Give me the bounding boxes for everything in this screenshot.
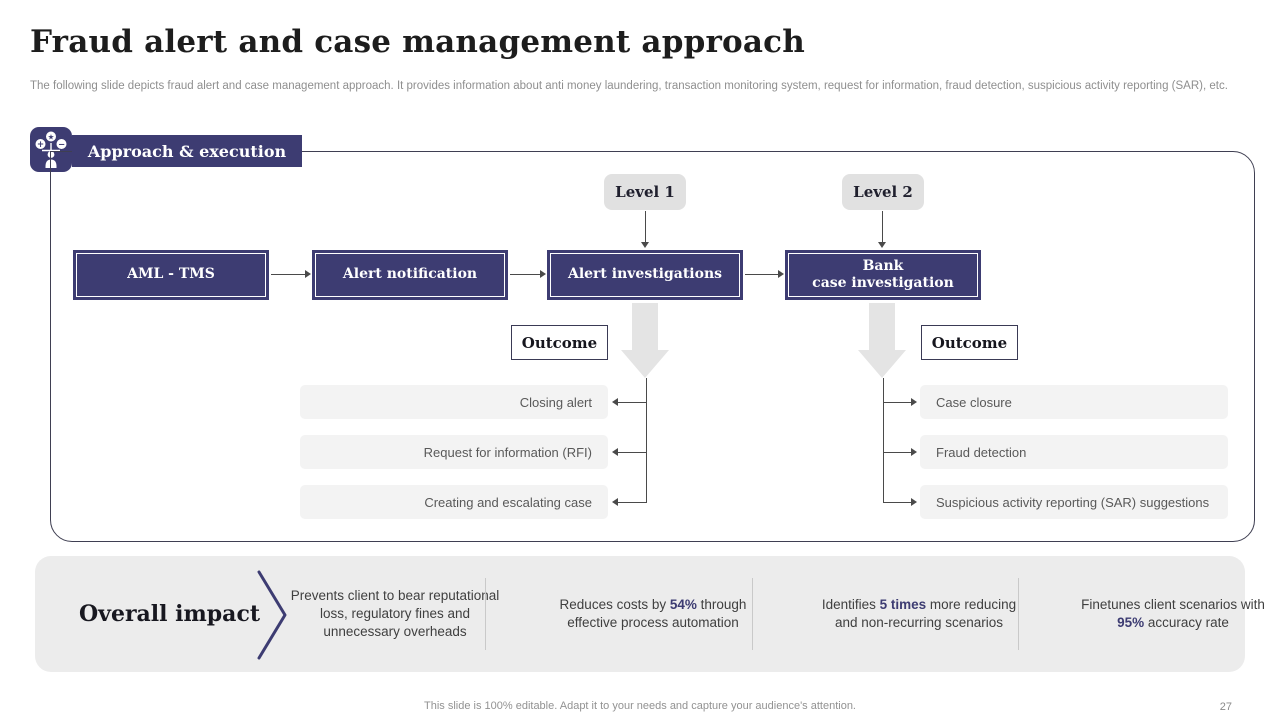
page-title: Fraud alert and case management approach: [30, 24, 805, 60]
impact-text: Reduces costs by: [559, 596, 670, 612]
right-branch-trunk: [883, 378, 884, 502]
list-item-label: Case closure: [936, 394, 1012, 410]
left-branch-2: [618, 452, 647, 453]
level-1-label: Level 1: [615, 183, 675, 201]
left-branch-arrowhead-2: [612, 448, 618, 456]
impact-highlight: 54%: [669, 596, 697, 612]
section-badge-label: Approach & execution: [87, 141, 287, 161]
list-item-case-closure: Case closure: [920, 385, 1228, 419]
impact-text: accuracy rate: [1144, 615, 1229, 630]
impact-text: Prevents client to bear reputational los…: [290, 587, 500, 640]
list-item-rfi: Request for information (RFI): [300, 435, 608, 469]
svg-text:−: −: [58, 140, 65, 150]
stage-bank-case-investigation: Bank case investigation: [785, 250, 981, 300]
list-item-closing-alert: Closing alert: [300, 385, 608, 419]
level1-arrowhead: [641, 242, 649, 248]
overall-impact-panel: Overall impact Prevents client to bear r…: [35, 556, 1265, 672]
impact-highlight: 5 times: [879, 596, 927, 612]
impact-divider-3: [1018, 578, 1019, 650]
section-badge: Approach & execution: [72, 135, 302, 167]
stage-alert-investigations: Alert investigations: [547, 250, 743, 300]
list-item-fraud-detection: Fraud detection: [920, 435, 1228, 469]
right-branch-2: [883, 452, 912, 453]
left-branch-arrowhead-3: [612, 498, 618, 506]
right-branch-arrowhead-2: [911, 448, 917, 456]
overall-impact-heading: Overall impact: [79, 601, 260, 627]
approach-diagram-container: [50, 151, 1255, 542]
left-branch-3: [618, 502, 647, 503]
stage-aml-tms: AML - TMS: [73, 250, 269, 300]
level-2-box: Level 2: [842, 174, 924, 210]
impact-item-1: Prevents client to bear reputational los…: [289, 556, 501, 672]
list-item-label: Suspicious activity reporting (SAR) sugg…: [936, 494, 1210, 510]
outcome-label-right: Outcome: [931, 333, 1008, 352]
list-item-label: Creating and escalating case: [424, 494, 592, 510]
left-branch-arrowhead-1: [612, 398, 618, 406]
stage-connector-3: [745, 274, 779, 275]
level2-connector-line: [882, 211, 883, 242]
right-branch-3: [883, 502, 912, 503]
list-item-sar-suggestions: Suspicious activity reporting (SAR) sugg…: [920, 485, 1228, 519]
impact-item-3: Identifies 5 times more reducing and non…: [813, 556, 1025, 672]
right-branch-arrowhead-1: [911, 398, 917, 406]
left-branch-trunk: [646, 378, 647, 502]
page-subtitle: The following slide depicts fraud alert …: [30, 80, 1228, 92]
svg-text:+: +: [37, 140, 44, 150]
right-branch-arrowhead-3: [911, 498, 917, 506]
page-number: 27: [1219, 701, 1232, 713]
impact-text: Finetunes client scenarios with: [1081, 596, 1265, 612]
impact-text: through effective process automation: [567, 596, 747, 630]
impact-text: more reducing and non-recurring scenario…: [834, 596, 1017, 630]
impact-item-2: Reduces costs by 54% through effective p…: [547, 556, 759, 672]
outcome-label-left: Outcome: [521, 333, 598, 352]
chevron-right-icon: [257, 570, 289, 665]
outcome-box-left: Outcome: [511, 325, 608, 360]
impact-text: Identifies: [821, 596, 880, 612]
stage-connector-2: [510, 274, 541, 275]
stage-bank-line2: case investigation: [812, 275, 954, 291]
level-1-box: Level 1: [604, 174, 686, 210]
stage-alert-notification-label: Alert notification: [342, 266, 478, 283]
list-item-label: Fraud detection: [936, 444, 1027, 460]
footer-note: This slide is 100% editable. Adapt it to…: [424, 700, 856, 712]
left-branch-1: [618, 402, 647, 403]
list-item-label: Closing alert: [519, 394, 592, 410]
list-item-escalating-case: Creating and escalating case: [300, 485, 608, 519]
stage-alert-investigations-label: Alert investigations: [567, 266, 723, 283]
impact-divider-1: [485, 578, 486, 650]
right-branch-1: [883, 402, 912, 403]
big-down-arrow-left: [621, 303, 669, 378]
list-item-label: Request for information (RFI): [423, 444, 592, 460]
stage-aml-tms-label: AML - TMS: [127, 266, 215, 283]
stage-arrowhead-1: [305, 270, 311, 278]
stage-arrowhead-2: [540, 270, 546, 278]
stage-bank-line1: Bank: [862, 257, 904, 274]
level2-arrowhead: [878, 242, 886, 248]
outcome-box-right: Outcome: [921, 325, 1018, 360]
impact-divider-2: [752, 578, 753, 650]
stage-connector-1: [271, 274, 306, 275]
stage-arrowhead-3: [778, 270, 784, 278]
big-down-arrow-right: [858, 303, 906, 378]
level1-connector-line: [645, 211, 646, 242]
impact-item-4: Finetunes client scenarios with 95% accu…: [1067, 556, 1279, 672]
svg-text:★: ★: [48, 133, 55, 142]
level-2-label: Level 2: [853, 183, 913, 201]
impact-highlight: 95%: [1117, 615, 1145, 630]
stage-alert-notification: Alert notification: [312, 250, 508, 300]
